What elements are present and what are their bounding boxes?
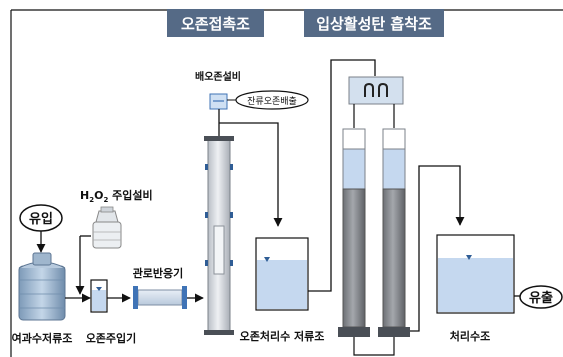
ozonated-water-storage [255, 237, 309, 311]
residual-ozone-exhaust-label: 잔류오존배출 [247, 96, 297, 107]
gac-adsorption-header: 입상활성탄 흡착조 [304, 9, 444, 37]
inflow-node: 유입 [19, 204, 63, 232]
pipe-reactor-label: 관로반응기 [133, 266, 184, 280]
ozone-contact-column [204, 136, 234, 335]
ozone-contact-title: 오존접촉조 [181, 15, 250, 33]
gac-adsorption-title: 입상활성탄 흡착조 [316, 15, 432, 33]
gac-outlet-line [410, 165, 465, 332]
treated-tank-label: 처리수조 [450, 329, 490, 343]
ozonated-storage-label: 오존처리수 저류조 [240, 329, 325, 343]
gac-feed-line [308, 59, 376, 292]
h2o2-label: H2O2 주입설비 [80, 188, 153, 204]
ozone-injector [90, 279, 108, 313]
treated-water-tank [436, 234, 515, 314]
residual-ozone-exhaust-callout: 잔류오존배출 [235, 90, 309, 110]
pipe-reactor [133, 286, 187, 309]
gac-distribution-header [348, 76, 404, 105]
ozone-contact-header: 오존접촉조 [167, 9, 264, 37]
h2o2-tank [92, 206, 122, 249]
inflow-label: 유입 [29, 212, 53, 227]
ozone-exhaust-unit [209, 93, 228, 110]
filtrate-storage-tank [18, 252, 66, 321]
ozone-injector-label: 오존주입기 [86, 331, 137, 345]
contact-outlet-line [219, 122, 283, 227]
gac-column-left [338, 128, 370, 337]
gac-bottom-connector [353, 337, 395, 356]
ozone-exhaust-unit-label: 배오존설비 [195, 70, 241, 83]
outflow-node: 유출 [519, 285, 563, 309]
outflow-label: 유출 [529, 290, 553, 306]
gac-column-right [378, 128, 410, 337]
filtrate-storage-label: 여과수저류조 [12, 331, 73, 345]
